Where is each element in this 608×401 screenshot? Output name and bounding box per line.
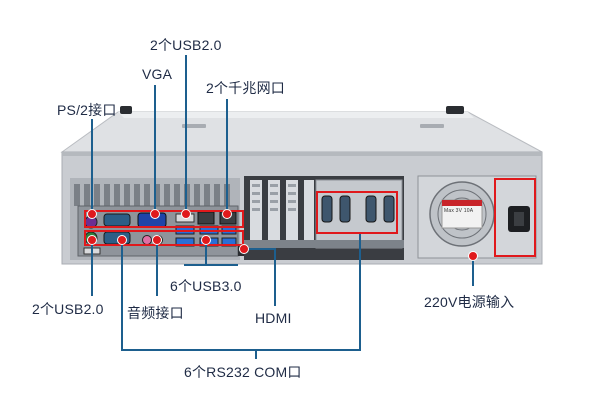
dot-audio <box>152 235 162 245</box>
line-usb30-h <box>184 264 238 266</box>
line-rs232-right <box>359 234 361 351</box>
dot-lan <box>222 209 232 219</box>
io-top-row-highlight <box>84 210 244 228</box>
line-usb30-v <box>205 240 207 264</box>
io-bottom-row-highlight <box>84 230 244 246</box>
dot-usb30 <box>201 235 211 245</box>
line-usb20-bottom <box>91 240 93 296</box>
line-audio <box>156 240 158 296</box>
label-usb30: 6个USB3.0 <box>170 278 242 294</box>
dot-power <box>468 251 478 261</box>
label-lan: 2个千兆网口 <box>206 80 285 96</box>
line-ps2 <box>91 119 93 214</box>
power-highlight <box>494 178 536 257</box>
line-hdmi-v <box>274 248 276 306</box>
rs232-card-highlight <box>316 191 398 234</box>
line-hdmi-h <box>244 248 274 250</box>
dot-ps2 <box>87 209 97 219</box>
line-rs232-bottom <box>121 349 361 351</box>
line-power <box>472 256 474 286</box>
dot-usb20-top <box>181 209 191 219</box>
label-usb20-bottom: 2个USB2.0 <box>32 301 104 317</box>
line-rs232-label <box>255 349 257 359</box>
dot-vga <box>150 209 160 219</box>
label-usb20-top: 2个USB2.0 <box>150 37 222 53</box>
line-rs232-left <box>121 240 123 350</box>
label-power: 220V电源输入 <box>424 294 515 310</box>
line-usb20-top <box>185 55 187 214</box>
line-lan <box>226 99 228 214</box>
label-ps2: PS/2接口 <box>57 102 117 118</box>
line-vga <box>154 85 156 214</box>
dot-hdmi <box>239 244 249 254</box>
label-vga: VGA <box>142 66 173 82</box>
psu-sticker-text: Max 3V 10A <box>444 208 474 214</box>
label-rs232: 6个RS232 COM口 <box>184 364 302 380</box>
label-audio: 音频接口 <box>127 305 184 321</box>
dot-usb20-bottom <box>87 235 97 245</box>
dot-rs232-onboard <box>117 235 127 245</box>
label-hdmi: HDMI <box>255 310 292 326</box>
